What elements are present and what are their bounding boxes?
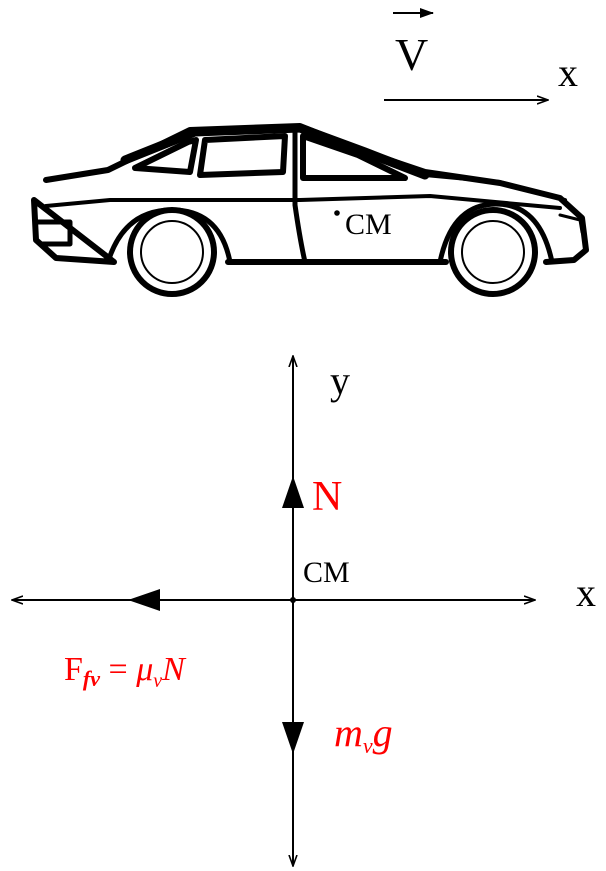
friction-force-arrow xyxy=(128,589,160,611)
front-wheel-arch xyxy=(437,201,555,265)
rear-wheel xyxy=(127,207,217,297)
velocity-vector-label: V xyxy=(393,8,434,80)
weight-m: m xyxy=(334,710,363,755)
y-axis-label: y xyxy=(330,358,350,403)
car-roof xyxy=(120,123,430,180)
car-rocker-line xyxy=(44,194,562,210)
free-body-diagram: y x CM N Ffv = μvN mvg xyxy=(12,356,596,866)
cm-point xyxy=(290,597,296,603)
car-figure: V x xyxy=(31,8,589,297)
friction-N: N xyxy=(161,651,187,688)
cm-label: CM xyxy=(303,556,350,589)
rear-window xyxy=(132,137,199,175)
car-cm-dot xyxy=(334,210,340,216)
headlight xyxy=(558,213,584,234)
weight-g: g xyxy=(373,710,393,755)
top-x-axis-label: x xyxy=(558,50,578,95)
front-side-window xyxy=(197,133,288,178)
driver-window xyxy=(300,133,408,181)
car-cm-label: CM xyxy=(345,208,392,241)
door-line xyxy=(292,127,308,265)
weight-m-subscript: v xyxy=(363,733,373,758)
weight-arrow xyxy=(282,722,304,754)
friction-mu: μ xyxy=(135,651,153,688)
friction-mu-subscript: v xyxy=(153,670,162,692)
car-icon xyxy=(31,123,589,265)
front-wheel xyxy=(448,207,538,297)
hood-line xyxy=(423,173,567,202)
friction-F-subscript: fv xyxy=(83,666,100,691)
car-front-bumper xyxy=(33,219,73,247)
normal-force-arrow xyxy=(282,476,304,508)
normal-force-label: N xyxy=(312,474,342,520)
weight-label: mvg xyxy=(334,710,393,758)
friction-force-label: Ffv = μvN xyxy=(64,651,187,692)
x-axis-label: x xyxy=(576,570,596,615)
friction-F: F xyxy=(64,651,83,688)
friction-equals: = xyxy=(100,651,136,688)
velocity-symbol: V xyxy=(395,29,428,80)
